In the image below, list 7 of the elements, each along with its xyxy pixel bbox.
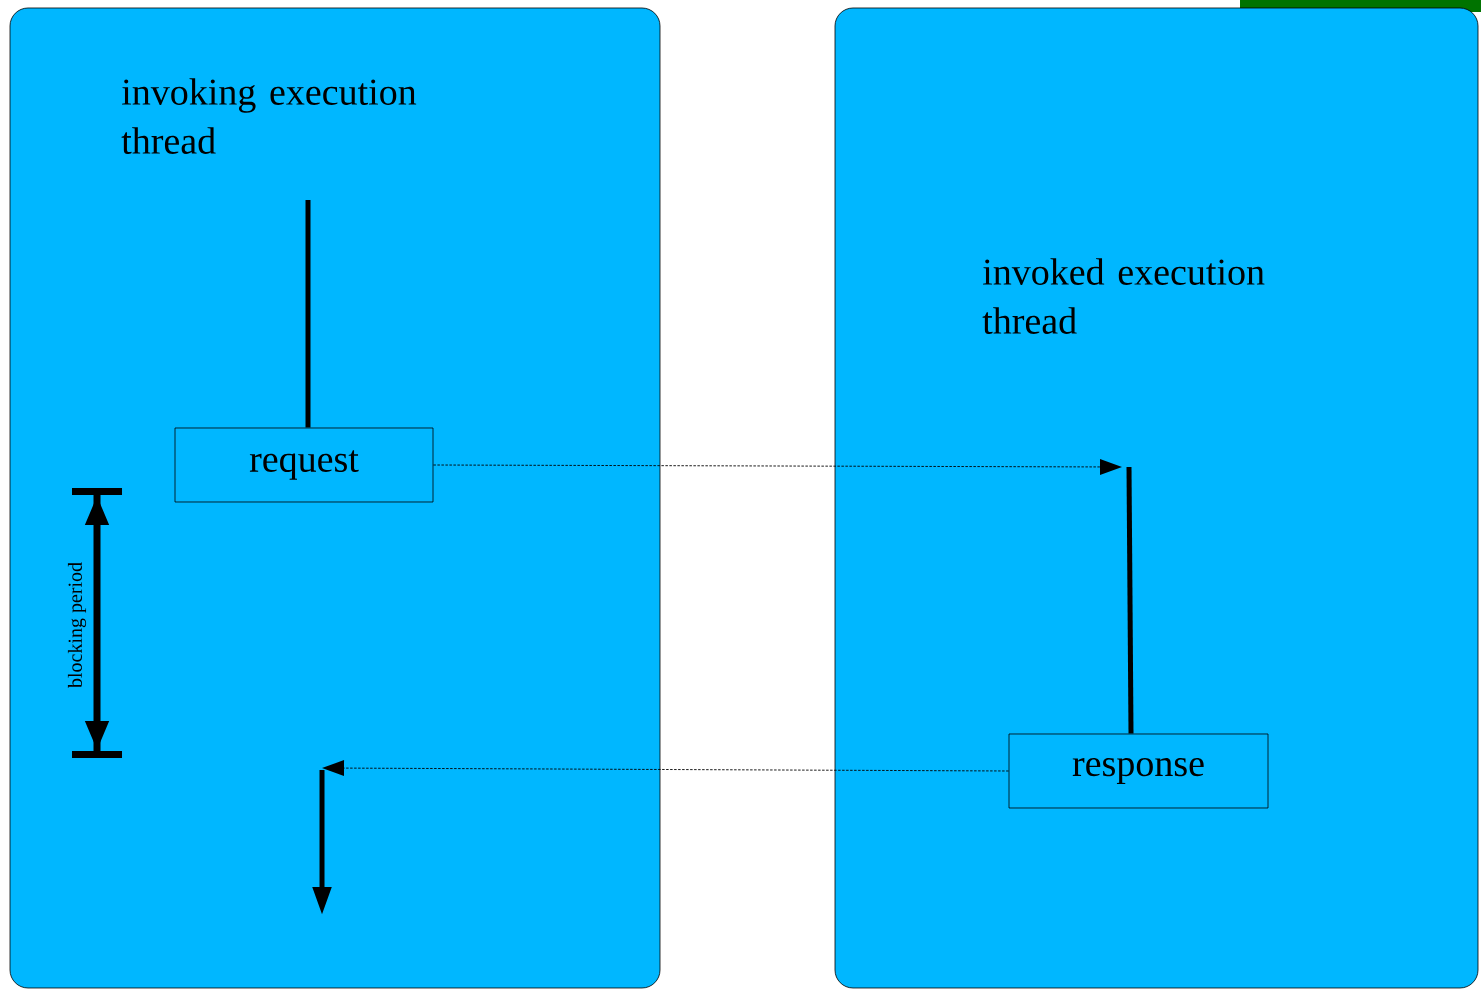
- panel-heading: invoking execution thread: [121, 78, 417, 154]
- message-box: request: [174, 427, 434, 503]
- message-box: response: [1008, 733, 1269, 809]
- arrow: [322, 760, 1010, 777]
- dimension-label: blocking period: [67, 562, 87, 689]
- arrow: [432, 458, 1122, 475]
- panel-heading: invoked execution thread: [982, 258, 1265, 334]
